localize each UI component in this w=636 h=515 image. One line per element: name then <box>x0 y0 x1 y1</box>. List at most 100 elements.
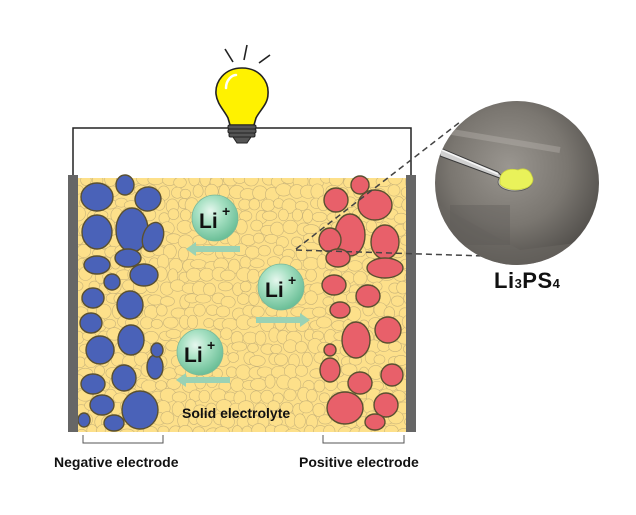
negative-electrode-particle <box>81 214 113 250</box>
positive-electrode-label: Positive electrode <box>299 454 419 470</box>
electrolyte-grain <box>257 245 271 257</box>
electrolyte-grain <box>252 185 268 201</box>
negative-electrode-bracket <box>82 435 164 444</box>
electrolyte-grain <box>157 425 170 432</box>
electrolyte-grain <box>237 293 250 305</box>
electrolyte-grain <box>243 178 259 187</box>
electrolyte-grain <box>160 411 175 425</box>
li-ion-2: Li + <box>257 263 305 311</box>
electrolyte-grain <box>311 211 328 223</box>
electrolyte-grain <box>396 280 406 295</box>
electrolyte-grain <box>322 424 336 432</box>
electrolyte-grain <box>239 256 252 269</box>
light-bulb-icon <box>215 44 271 144</box>
electrolyte-grain <box>267 400 280 412</box>
electrolyte-grain <box>404 393 406 401</box>
electrolyte-grain <box>178 246 189 262</box>
positive-electrode-particle <box>366 257 404 279</box>
electrolyte-grain <box>251 423 267 432</box>
electrolyte-grain <box>274 353 288 366</box>
electrolyte-grain <box>147 178 164 186</box>
formula-sub-4: 4 <box>552 276 561 291</box>
positive-electrode-particle <box>329 301 351 319</box>
electrolyte-grain <box>403 367 406 378</box>
electrolyte-grain <box>165 328 182 339</box>
positive-electrode-particle <box>341 321 371 359</box>
positive-electrode-particle <box>347 371 373 395</box>
electrolyte-grain <box>173 178 187 188</box>
positive-electrode-particle <box>374 316 402 344</box>
formula-sub-3: 3 <box>514 276 523 291</box>
electrolyte-grain <box>248 292 260 306</box>
electrolyte-grain <box>163 316 179 329</box>
arrow-left-3 <box>176 373 230 387</box>
electrolyte-grain <box>86 424 98 432</box>
electrolyte-grain <box>302 209 314 224</box>
electrolyte-grain <box>78 205 86 222</box>
electrolyte-grain <box>404 273 406 282</box>
electrolyte-grain <box>384 424 399 432</box>
electrolyte-grain <box>147 294 163 306</box>
zoom-line-lower <box>295 249 485 257</box>
electrolyte-grain <box>190 259 207 269</box>
electrolyte-grain <box>270 344 283 354</box>
electrolyte-grain <box>401 198 406 212</box>
electrolyte-grain <box>387 178 403 186</box>
electrolyte-grain <box>166 378 181 390</box>
positive-electrode-particle <box>326 391 364 425</box>
formula-li: Li <box>494 268 515 293</box>
electrolyte-grain <box>196 413 213 427</box>
electrolyte-grain <box>119 428 135 432</box>
electrolyte-grain <box>401 315 406 329</box>
electrolyte-grain <box>295 200 309 211</box>
electrolyte-grain <box>239 210 253 222</box>
electrolyte-grain <box>273 424 290 432</box>
electrolyte-grain <box>78 244 92 258</box>
electrolyte-grain <box>340 363 358 376</box>
negative-electrode-particle <box>103 273 121 291</box>
negative-electrode-particle <box>85 335 115 365</box>
electrolyte-grain <box>283 339 298 353</box>
electrolyte-grain <box>404 418 406 426</box>
li-ion-2-charge: + <box>288 272 296 288</box>
positive-current-collector <box>406 175 416 432</box>
li-ion-1: Li + <box>191 194 239 242</box>
zoom-line-upper <box>295 121 461 250</box>
positive-electrode-particle <box>323 187 349 213</box>
positive-electrode-particle <box>319 357 341 383</box>
electrolyte-grain <box>198 389 211 404</box>
li3ps4-powder <box>499 168 534 191</box>
electrolyte-grain <box>312 403 326 418</box>
electrolyte-grain <box>78 281 84 291</box>
formula-ps: PS <box>522 268 553 293</box>
electrolyte-grain <box>227 352 239 363</box>
electrolyte-grain <box>162 367 177 380</box>
arrow-right-2 <box>256 313 310 327</box>
positive-electrode-particle <box>370 224 400 260</box>
electrolyte-grain <box>303 424 316 432</box>
negative-electrode-particle <box>121 390 159 430</box>
positive-electrode-particle <box>380 363 404 387</box>
electrolyte-grain <box>273 244 285 256</box>
electrolyte-grain <box>195 293 212 304</box>
electrolyte-grain <box>203 318 215 329</box>
electrolyte-grain <box>178 424 193 432</box>
negative-electrode-particle <box>116 290 144 320</box>
electrolyte-grain <box>318 392 331 404</box>
electrolyte-grain <box>179 188 192 199</box>
electrolyte-grain <box>220 269 236 282</box>
electrolyte-grain <box>278 208 289 222</box>
electrolyte-grain <box>387 184 401 197</box>
electrolyte-grain <box>220 327 233 340</box>
electrolyte-grain <box>261 198 275 212</box>
electrolyte-grain <box>80 178 92 186</box>
electrolyte-grain <box>404 178 406 186</box>
positive-electrode-particles <box>318 175 404 431</box>
negative-electrode-label: Negative electrode <box>54 454 179 470</box>
electrolyte-grain <box>270 221 285 237</box>
electrolyte-grain <box>150 319 163 329</box>
negative-electrode-particle <box>77 412 91 428</box>
negative-electrode-particle <box>150 342 164 358</box>
electrolyte-grain <box>268 416 283 427</box>
negative-current-collector <box>68 175 78 432</box>
